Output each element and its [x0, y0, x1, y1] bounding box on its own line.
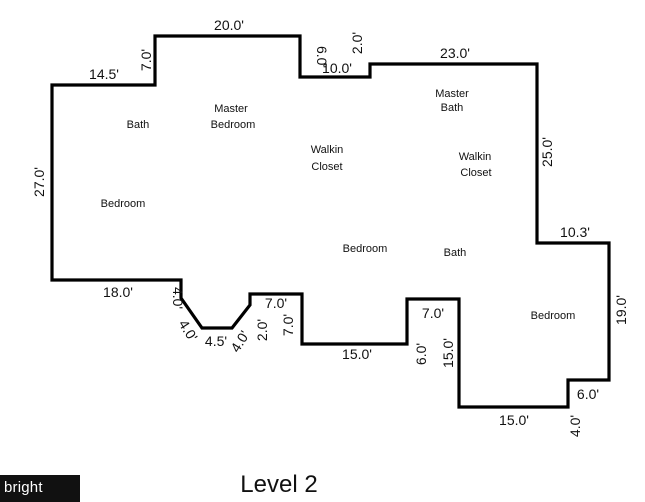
room-label-walkin-closet-right: Closet: [460, 167, 491, 179]
dimension-label: 7.0': [138, 49, 154, 71]
dimension-label: 7.0': [265, 295, 287, 311]
dimension-label: 20.0': [214, 17, 244, 33]
dimension-label: 4.5': [205, 333, 227, 349]
room-label-bedroom-center: Bedroom: [343, 243, 388, 255]
dimension-label: 7.0': [422, 305, 444, 321]
dimension-label: 18.0': [103, 284, 133, 300]
dimension-label: 10.3': [560, 224, 590, 240]
dimension-label: 15.0': [499, 412, 529, 428]
room-label-bedroom-right: Bedroom: [531, 310, 576, 322]
dimension-label: 6.0': [577, 386, 599, 402]
room-label-master-bedroom: Bedroom: [211, 119, 256, 131]
dimension-label: 10.0': [322, 60, 352, 76]
room-label-walkin-closet-right: Walkin: [459, 151, 492, 163]
dimension-label: 23.0': [440, 45, 470, 61]
room-label-walkin-closet-left: Walkin: [311, 144, 344, 156]
room-label-master-bath: Master: [435, 88, 469, 100]
room-label-walkin-closet-left: Closet: [311, 161, 342, 173]
room-label-bedroom-left: Bedroom: [101, 198, 146, 210]
dimension-label: 25.0': [539, 137, 555, 167]
exterior-wall: [50, 34, 611, 409]
dimension-label: 6.0': [314, 46, 330, 68]
room-label-bath-left: Bath: [127, 119, 150, 131]
dimension-label: 15.0': [440, 338, 456, 368]
dimension-label: 4.0': [567, 415, 583, 437]
dimension-label: 2.0': [349, 32, 365, 54]
room-label-bath-center: Bath: [444, 247, 467, 259]
brand-logo: bright: [0, 475, 80, 502]
dimension-label: 4.0': [227, 328, 252, 355]
level-title: Level 2: [240, 471, 317, 498]
dimension-label: 2.0': [254, 319, 270, 341]
dimension-label: 27.0': [31, 167, 47, 197]
dimension-label: 7.0': [280, 314, 296, 336]
room-label-master-bath: Bath: [441, 102, 464, 114]
dimension-label: 15.0': [342, 346, 372, 362]
brand-logo-text: bright: [4, 479, 43, 496]
dimension-label: 14.5': [89, 66, 119, 82]
dimension-label: 19.0': [613, 295, 629, 325]
room-label-master-bedroom: Master: [214, 103, 248, 115]
dimension-label: 4.0': [170, 287, 186, 309]
dimension-label: 6.0': [413, 343, 429, 365]
